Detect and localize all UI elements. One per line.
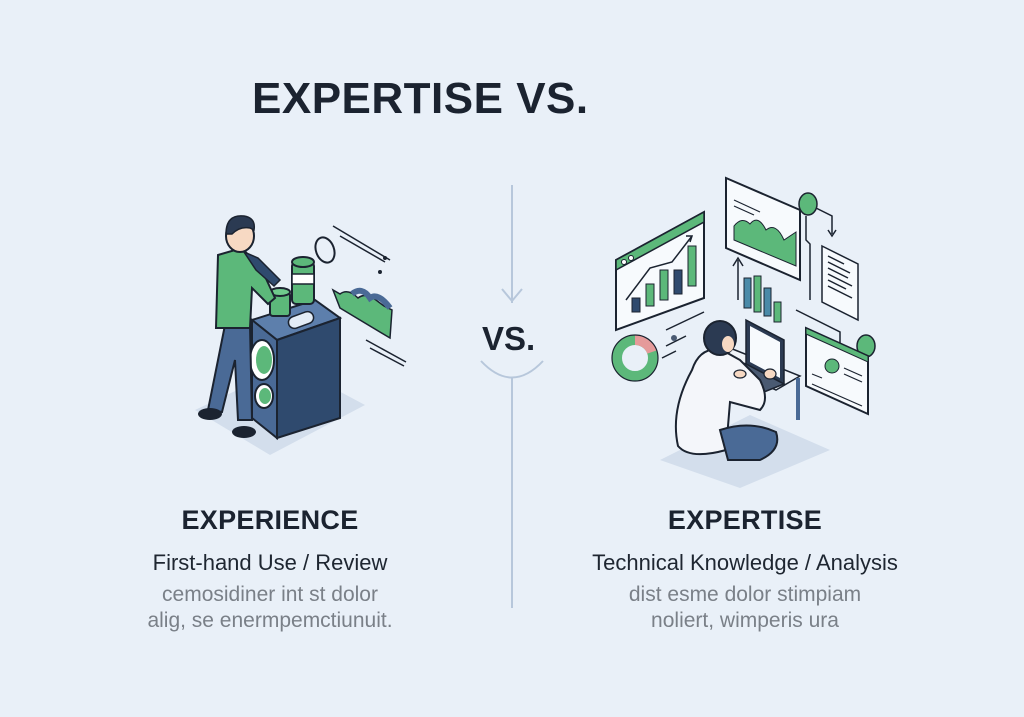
arc-divider-icon bbox=[480, 360, 544, 379]
expertise-description: dist esme dolor stimpiam noliert, wimper… bbox=[570, 582, 920, 634]
expertise-heading: EXPERTISE bbox=[667, 505, 823, 535]
vs-label: VS. bbox=[482, 320, 536, 357]
divider-line-bottom bbox=[511, 378, 513, 608]
expertise-description-line-1: dist esme dolor stimpiam bbox=[628, 583, 862, 606]
person-using-product-icon bbox=[195, 215, 407, 455]
expertise-description-line-2: noliert, wimperis ura bbox=[651, 609, 839, 632]
divider-line-top bbox=[511, 185, 513, 303]
experience-panel: EXPERIENCE First-hand Use / Review cemos… bbox=[120, 505, 420, 634]
experience-description-line-1: cemosidiner int st dolor bbox=[162, 583, 378, 606]
arrow-down-icon bbox=[501, 288, 523, 303]
experience-subtitle: First-hand Use / Review bbox=[152, 550, 388, 575]
experience-description-line-2: alig, se enermpemctiunuit. bbox=[147, 609, 393, 632]
page-title: EXPERTISE VS. bbox=[252, 74, 589, 123]
expertise-subtitle: Technical Knowledge / Analysis bbox=[592, 550, 898, 575]
analyst-with-dashboards-icon bbox=[611, 176, 876, 488]
experience-heading: EXPERIENCE bbox=[181, 505, 359, 535]
expertise-panel: EXPERTISE Technical Knowledge / Analysis… bbox=[570, 505, 920, 634]
experience-description: cemosidiner int st dolor alig, se enermp… bbox=[120, 582, 420, 634]
